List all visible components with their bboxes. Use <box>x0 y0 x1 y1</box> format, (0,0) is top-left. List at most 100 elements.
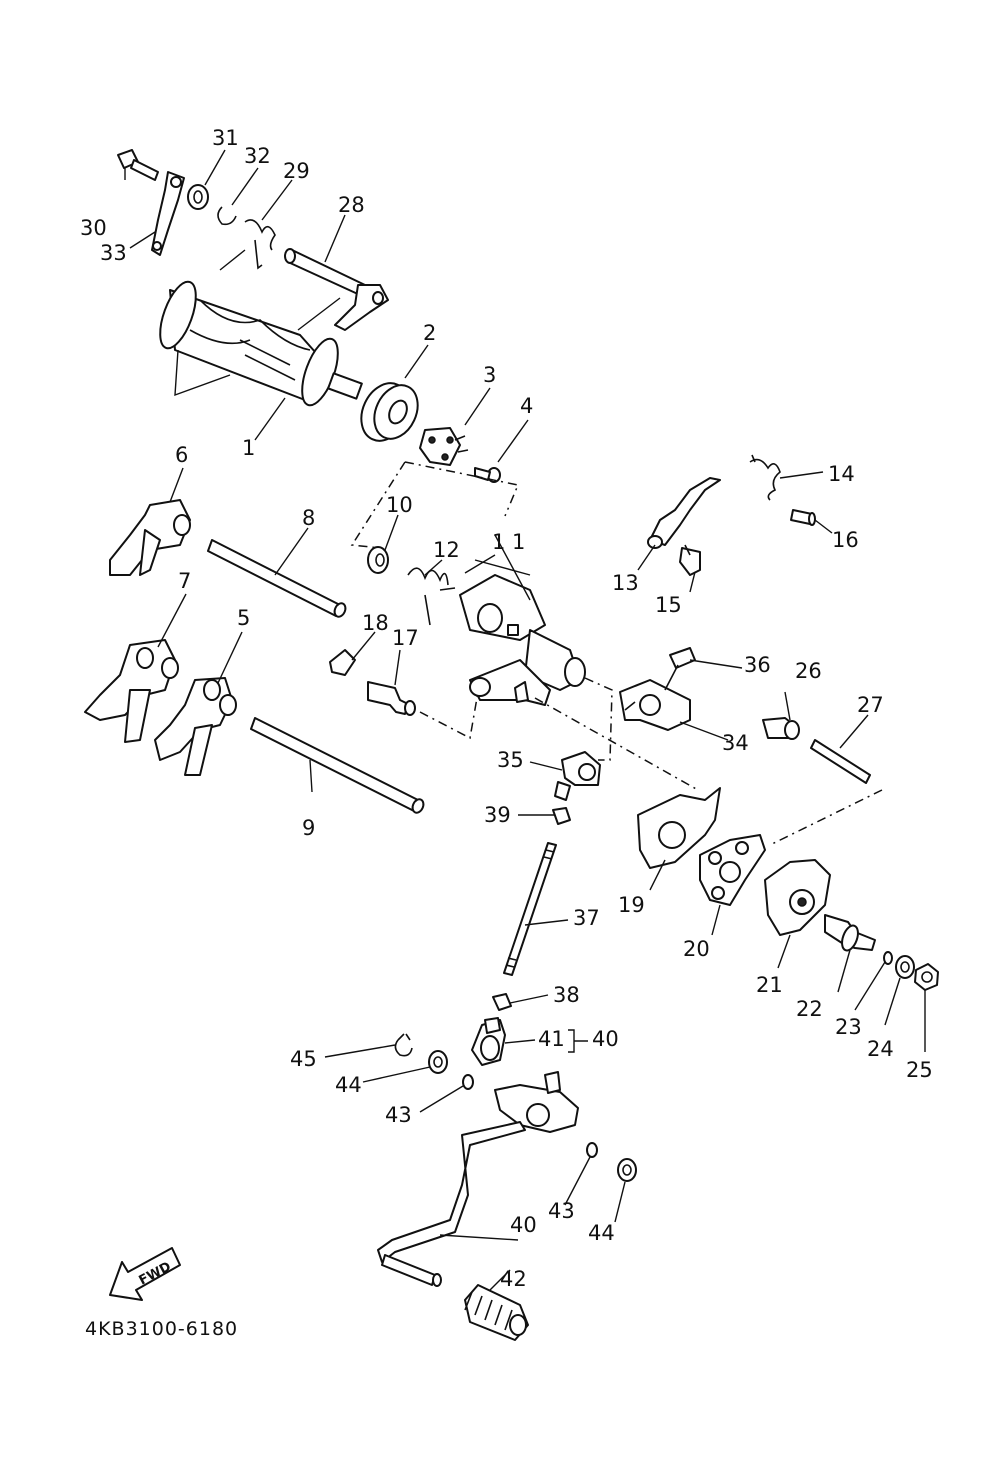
stopper-spring <box>749 454 781 501</box>
circlip-32 <box>217 206 237 226</box>
arm-33 <box>151 171 185 256</box>
guide-bar-9 <box>250 717 425 814</box>
label-33: 33 <box>100 241 127 265</box>
label-12: 12 <box>433 538 460 562</box>
label-28: 28 <box>338 193 365 217</box>
circlip <box>367 546 389 574</box>
bolt-22 <box>824 914 876 952</box>
label-11: 1 1 <box>492 530 525 554</box>
dash-17 <box>419 691 479 740</box>
nut-39 <box>552 807 571 825</box>
label-32: 32 <box>244 144 271 168</box>
washer-31 <box>187 184 209 210</box>
plate-19 <box>637 787 721 869</box>
label-5: 5 <box>237 606 250 630</box>
leader-28-drum <box>219 249 341 331</box>
label-24: 24 <box>867 1037 894 1061</box>
label-43-upper: 43 <box>385 1103 412 1127</box>
nut-38 <box>492 993 512 1011</box>
washer-44-lower <box>617 1158 637 1182</box>
label-leaders <box>124 149 926 1291</box>
label-31: 31 <box>212 126 239 150</box>
shift-arm-28 <box>284 248 389 331</box>
nut-25 <box>914 963 939 991</box>
washer-24 <box>895 955 915 979</box>
label-3: 3 <box>483 363 496 387</box>
label-13: 13 <box>612 571 639 595</box>
label-20: 20 <box>683 937 710 961</box>
spring-29 <box>244 219 276 270</box>
label-23: 23 <box>835 1015 862 1039</box>
nut-18 <box>329 649 356 676</box>
collar-26 <box>762 717 800 740</box>
return-spring <box>407 567 456 626</box>
screw <box>474 467 501 483</box>
label-25: 25 <box>906 1058 933 1082</box>
segment <box>419 427 469 466</box>
label-40-lower: 40 <box>510 1213 537 1237</box>
label-44-upper: 44 <box>335 1073 362 1097</box>
bearing <box>360 382 419 442</box>
rod-end-41 <box>471 1017 506 1066</box>
label-34: 34 <box>722 731 749 755</box>
bolt-36 <box>664 647 696 691</box>
bracket-dashed-left <box>350 461 406 549</box>
callout-labels: 1 2 3 4 5 6 7 8 9 10 1 1 12 13 14 15 16 … <box>80 126 933 1291</box>
dash-19 <box>534 697 699 791</box>
spacer-43-lower <box>586 1142 598 1158</box>
label-26: 26 <box>795 659 822 683</box>
pin-16 <box>790 509 816 526</box>
shift-pedal <box>377 1071 579 1287</box>
guide-bar-8 <box>207 539 347 618</box>
label-38: 38 <box>553 983 580 1007</box>
label-22: 22 <box>796 997 823 1021</box>
pedal-rubber <box>464 1284 529 1341</box>
label-14: 14 <box>828 462 855 486</box>
rod-end-35 <box>554 751 601 801</box>
label-16: 16 <box>832 528 859 552</box>
shift-fork-5 <box>154 677 237 776</box>
label-43-lower: 43 <box>548 1199 575 1223</box>
label-9: 9 <box>302 816 315 840</box>
label-42: 42 <box>500 1267 527 1291</box>
bracket-dashed-upper <box>404 461 520 517</box>
bolt-30 <box>117 149 159 181</box>
pin-17 <box>367 681 416 716</box>
spacer-43-upper <box>462 1074 474 1090</box>
dash-34 <box>584 677 613 761</box>
shift-shaft-assy <box>459 574 586 706</box>
shift-fork-6 <box>109 499 191 576</box>
diagram-code: 4KB3100-6180 <box>85 1318 238 1340</box>
label-40-upper: 40 <box>592 1027 619 1051</box>
label-4: 4 <box>520 394 533 418</box>
label-21: 21 <box>756 973 783 997</box>
label-19: 19 <box>618 893 645 917</box>
stopper-lever <box>647 477 721 549</box>
washer-44-upper <box>428 1050 448 1074</box>
label-7: 7 <box>178 569 191 593</box>
circlip-45 <box>394 1033 413 1057</box>
label-6: 6 <box>175 443 188 467</box>
label-30: 30 <box>80 216 107 240</box>
pin-27 <box>810 739 871 784</box>
shift-rod-37 <box>503 842 557 976</box>
plate-21 <box>764 859 831 936</box>
label-39: 39 <box>484 803 511 827</box>
label-35: 35 <box>497 748 524 772</box>
shift-drum <box>159 280 363 407</box>
label-41: 41 <box>538 1027 565 1051</box>
washer-23 <box>883 951 893 965</box>
label-17: 17 <box>392 626 419 650</box>
label-10: 10 <box>386 493 413 517</box>
shift-fork-7 <box>84 639 179 743</box>
plate-20 <box>699 834 766 906</box>
label-1: 1 <box>242 436 255 460</box>
label-18: 18 <box>362 611 389 635</box>
fwd-arrow-icon: FWD <box>109 1247 181 1301</box>
label-37: 37 <box>573 906 600 930</box>
bracket-11 <box>474 559 531 576</box>
label-27: 27 <box>857 693 884 717</box>
bracket-41-40 <box>568 1029 588 1053</box>
